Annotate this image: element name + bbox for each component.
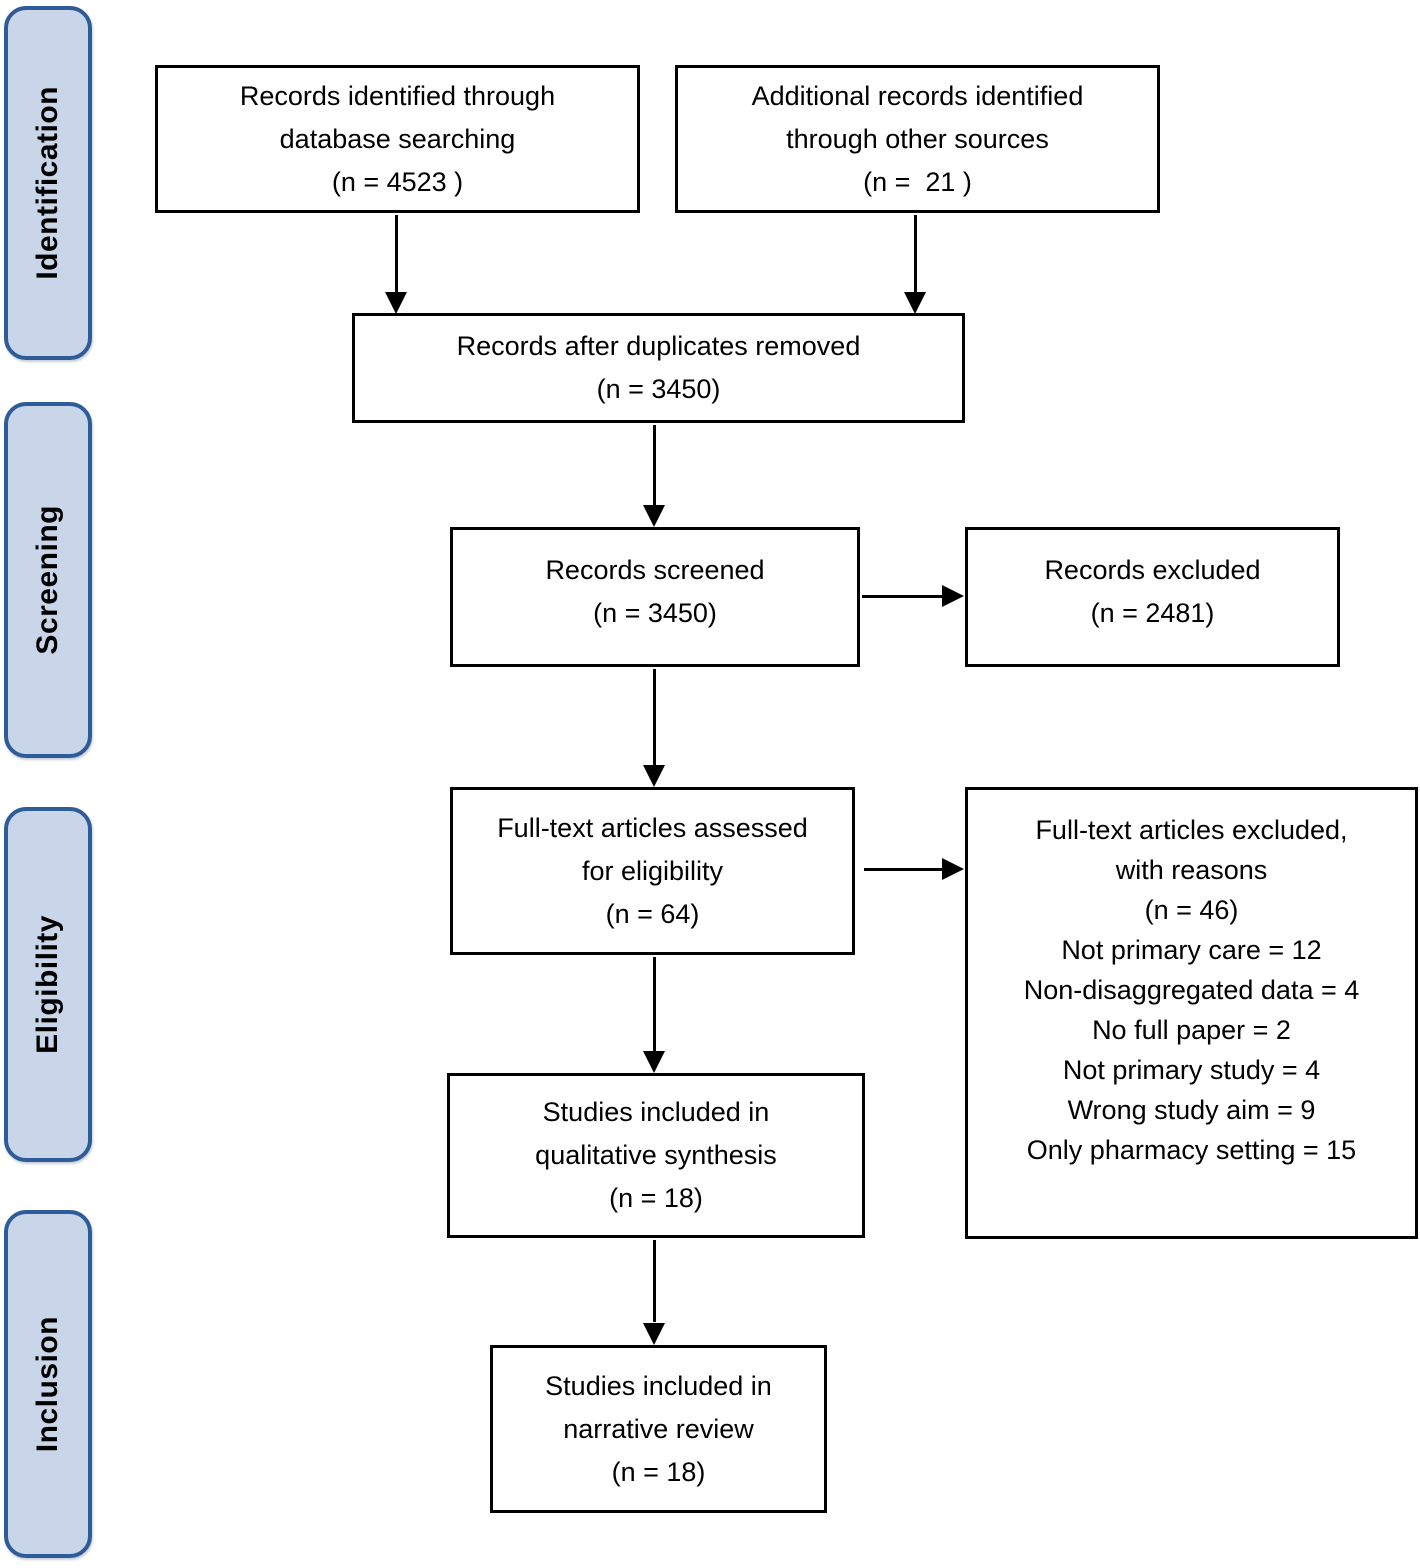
connector-identified-to-duplicates <box>395 215 398 295</box>
box-text-line: Records screened <box>545 555 765 585</box>
box-text-line: (n = 64) <box>605 898 700 929</box>
box-text-line: (n = 18) <box>611 1456 706 1487</box>
box-text-line: Only pharmacy setting = 15 <box>1026 1135 1357 1165</box>
arrowhead-right-icon <box>942 858 964 880</box>
box-text-line: narrative review <box>563 1413 754 1444</box>
box-text-line: qualitative synthesis <box>535 1140 777 1170</box>
box-text-line: (n = 21 ) <box>863 166 972 197</box>
arrowhead-down-icon <box>643 1323 665 1345</box>
box-text-line: database searching <box>279 123 516 154</box>
connector-screened-to-fulltext <box>653 669 656 767</box>
box-text-line: (n = 3450) <box>593 598 717 628</box>
stage-band-eligibility: Eligibility <box>4 807 92 1162</box>
box-text-line: Wrong study aim = 9 <box>1067 1095 1316 1125</box>
box-additional-records-other-sources: Additional records identified through ot… <box>675 65 1160 213</box>
box-studies-narrative-review: Studies included in narrative review (n … <box>490 1345 827 1513</box>
stage-label-identification: Identification <box>31 86 64 280</box>
stage-label-screening: Screening <box>31 505 64 655</box>
box-text-line: Additional records identified <box>751 80 1084 111</box>
box-text-line: (n = 4523 ) <box>331 166 464 197</box>
box-text-line: Not primary study = 4 <box>1062 1055 1321 1085</box>
box-text-line: Studies included in <box>545 1370 772 1401</box>
box-text-line: Not primary care = 12 <box>1061 935 1322 965</box>
arrowhead-right-icon <box>942 585 964 607</box>
connector-screened-to-excluded <box>862 595 944 598</box>
box-studies-qualitative-synthesis: Studies included in qualitative synthesi… <box>447 1073 865 1238</box>
box-records-excluded: Records excluded (n = 2481) <box>965 527 1340 667</box>
connector-fulltext-to-qualitative <box>653 957 656 1053</box>
arrowhead-down-icon <box>643 1051 665 1073</box>
box-records-identified-database: Records identified through database sear… <box>155 65 640 213</box>
box-text-line: Full-text articles assessed <box>497 812 808 843</box>
box-text-line: Records excluded <box>1044 555 1261 585</box>
arrowhead-down-icon <box>904 292 926 314</box>
box-text-line: for eligibility <box>581 855 724 886</box>
box-text-line: (n = 46) <box>1144 895 1239 925</box>
box-records-screened: Records screened (n = 3450) <box>450 527 860 667</box>
connector-qualitative-to-narrative <box>653 1240 656 1322</box>
stage-label-inclusion: Inclusion <box>31 1315 64 1453</box>
box-text-line: Records after duplicates removed <box>456 331 861 361</box>
connector-duplicates-to-screened <box>653 425 656 507</box>
box-text-line: Full-text articles excluded, <box>1035 815 1348 845</box>
box-text-line: No full paper = 2 <box>1092 1015 1291 1045</box>
stage-label-eligibility: Eligibility <box>31 915 64 1054</box>
stage-band-identification: Identification <box>4 6 92 360</box>
box-text-line: (n = 18) <box>609 1183 703 1213</box>
stage-band-inclusion: Inclusion <box>4 1210 92 1558</box>
arrowhead-down-icon <box>643 765 665 787</box>
box-text-line: (n = 2481) <box>1090 598 1215 628</box>
box-text-line: Studies included in <box>542 1097 770 1127</box>
arrowhead-down-icon <box>385 292 407 314</box>
box-text-line: through other sources <box>786 123 1049 154</box>
box-text-line: Records identified through <box>239 80 556 111</box>
connector-other-sources-to-duplicates <box>914 215 917 295</box>
box-records-after-duplicates: Records after duplicates removed (n = 34… <box>352 313 965 423</box>
box-text-line: with reasons <box>1115 855 1268 885</box>
arrowhead-down-icon <box>643 505 665 527</box>
box-text-line: (n = 3450) <box>596 374 721 404</box>
connector-fulltext-to-excluded <box>864 868 944 871</box>
stage-band-screening: Screening <box>4 402 92 758</box>
box-fulltext-assessed: Full-text articles assessed for eligibil… <box>450 787 855 955</box>
box-fulltext-excluded-reasons: Full-text articles excluded, with reason… <box>965 787 1418 1239</box>
box-text-line: Non-disaggregated data = 4 <box>1023 975 1360 1005</box>
